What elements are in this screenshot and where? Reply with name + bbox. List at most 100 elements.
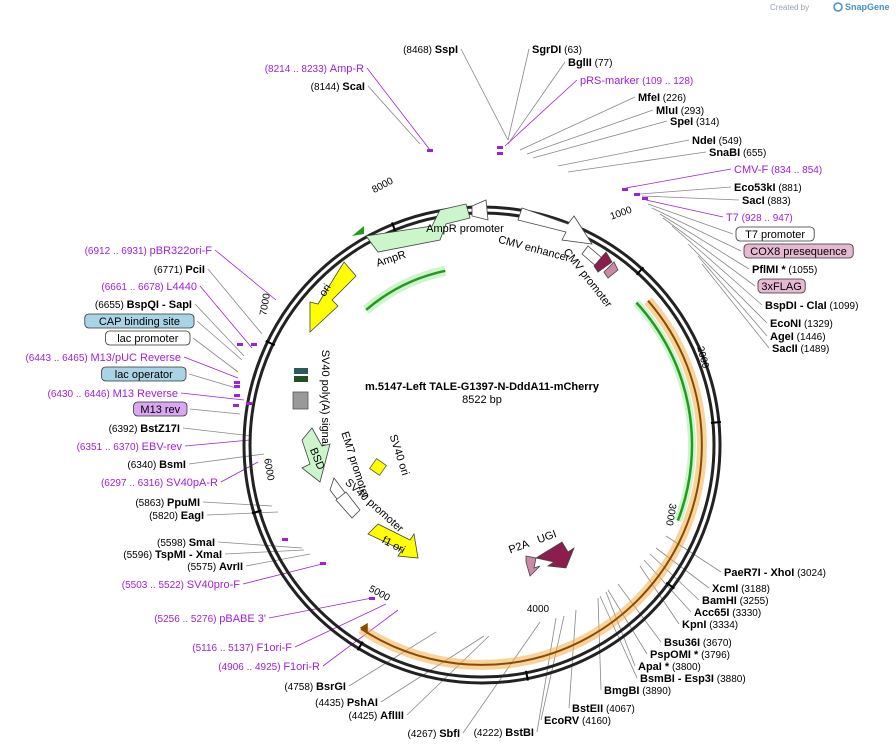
leader-bsu36i	[617, 583, 662, 643]
enzyme-label-pcii: (6771) PciI	[154, 264, 205, 276]
primer-site-mark	[237, 343, 243, 346]
primer-site-mark	[642, 197, 648, 200]
primer-site-mark	[234, 394, 240, 397]
feature-box-label-3xflag: 3xFLAG	[761, 281, 801, 293]
leader-sacii	[701, 263, 770, 349]
leader-f1ori-r	[322, 609, 399, 667]
leader-t7	[645, 199, 724, 218]
enzyme-label-agei: AgeI (1446)	[770, 331, 826, 343]
primer-label-sv40pa-r: (6297 .. 6316) SV40pA-R	[101, 477, 218, 489]
enzyme-label-bsrgi: (4758) BsrGI	[284, 681, 346, 693]
feature-box-cox8-presequence	[743, 243, 854, 259]
primer-label-t7: T7 (928 .. 947)	[726, 212, 793, 224]
feature-ampr	[365, 203, 471, 253]
feature-sv40pa-block-b	[294, 376, 308, 382]
leader-tspmi-xmai	[224, 549, 305, 555]
leader-ndei	[557, 139, 690, 167]
leader-bspdi-clai	[671, 225, 763, 306]
primer-label-pbr322ori-f: (6912 .. 6931) pBR322ori-F	[85, 245, 213, 257]
enzyme-label-smai: (5598) SmaI	[157, 537, 215, 549]
enzyme-label-bsu36i: Bsu36I (3670)	[664, 637, 732, 649]
primer-site-mark	[320, 562, 326, 565]
feature-flag-block	[603, 261, 619, 279]
enzyme-label-bsmbi-esp3i: BsmBI - Esp3I (3880)	[640, 673, 746, 685]
enzyme-label-bstz17i: (6392) BstZ17I	[109, 423, 180, 435]
feature-box-t7-promoter	[735, 226, 815, 242]
enzyme-label-econi: EcoNI (1329)	[770, 318, 833, 330]
enzyme-label-bglii: BglII (77)	[568, 57, 612, 69]
primer-label-cmv-f: CMV-F (834 .. 854)	[734, 164, 822, 176]
tick-label-6000: 6000	[261, 458, 276, 482]
enzyme-label-bamhi: BamHI (3255)	[702, 595, 769, 607]
tick-label-5000: 5000	[367, 584, 392, 604]
leader-bsmi	[188, 453, 265, 465]
enzyme-label-sbfi: (4267) SbfI	[408, 728, 460, 740]
feature-cmv-enhancer	[517, 207, 593, 245]
leader-cmv-f	[625, 168, 732, 189]
plasmid-length: 8522 bp	[462, 394, 502, 406]
feature-label-sv40-polya: SV40 poly(A) signal	[319, 350, 331, 447]
enzyme-label-sspi: (8468) SspI	[403, 44, 458, 56]
leader-mlui	[526, 109, 654, 155]
brand-name: SnapGene	[845, 2, 890, 12]
enzyme-label-bspdi-clai: BspDI - ClaI (1099)	[765, 300, 858, 312]
leader-amp-r	[366, 67, 431, 151]
leader-bglii	[507, 61, 566, 145]
primer-site-mark	[427, 149, 433, 152]
primer-site-mark	[369, 597, 375, 600]
tick-mark-5000	[356, 641, 364, 651]
leader-f1ori-f	[294, 603, 387, 648]
orange-cds-arc	[360, 300, 703, 666]
leader-pbr322ori-f	[214, 249, 277, 301]
feature-label-cmv-enhancer: CMV enhancer	[497, 234, 571, 265]
leader-snabi	[567, 151, 707, 173]
enzyme-label-paer7i-xhoi: PaeR7I - XhoI (3024)	[724, 567, 826, 579]
enzyme-label-mfei: MfeI (226)	[638, 92, 686, 104]
feature-sv40-polya	[292, 391, 309, 410]
primer-label-l4440: (6661 .. 6678) L4440	[101, 281, 197, 293]
enzyme-label-xcmi: XcmI (3188)	[712, 583, 770, 595]
leader-lac-operator	[188, 373, 237, 389]
enzyme-label-saci: SacI (883)	[742, 195, 791, 207]
leader-3xflag	[662, 217, 756, 287]
map-center: m.5147-Left TALE-G1397-N-DddA11-mCherry …	[365, 381, 600, 406]
leader-prs-marker	[504, 79, 578, 147]
leader-cox8-presequence	[651, 207, 742, 252]
leader-mfei	[519, 96, 636, 151]
plasmid-name: m.5147-Left TALE-G1397-N-DddA11-mCherry	[365, 381, 600, 393]
tick-mark-6000	[251, 509, 262, 515]
feature-sv40pa-block-a	[294, 368, 308, 374]
feature-box-label-cox8-presequence: COX8 presequence	[750, 246, 847, 258]
feature-ugi	[534, 541, 575, 569]
leader-sgrdi	[507, 48, 530, 141]
ampr-cds-arrowhead	[352, 226, 364, 236]
green-cds-highlight	[633, 299, 696, 523]
leader-saci	[641, 195, 740, 201]
tick-label-4000: 4000	[527, 604, 550, 615]
leader-econi	[687, 243, 768, 324]
leader-m13-reverse	[180, 392, 245, 401]
tick-label-8000: 8000	[370, 176, 395, 196]
primer-site-mark	[622, 188, 628, 191]
enzyme-label-afliii: (4425) AflIII	[348, 710, 404, 722]
feature-label-ampr-promoter: AmpR promoter	[426, 223, 504, 235]
enzyme-label-spei: SpeI (314)	[670, 116, 719, 128]
leader-bstz17i	[182, 427, 253, 437]
primer-label-f1ori-f: (5116 .. 5137) F1ori-F	[192, 642, 292, 654]
tick-mark-1000	[635, 266, 645, 276]
tick-mark-2000	[710, 420, 721, 424]
leader-lac-promoter	[192, 337, 239, 373]
tick-mark-8000	[390, 222, 397, 233]
primer-label-m13-reverse: (6430 .. 6446) M13 Reverse	[48, 388, 178, 400]
leader-sspi	[460, 48, 509, 141]
leader-bsmbi-esp3i	[599, 595, 638, 679]
feature-sv40-ori	[369, 458, 387, 476]
tick-mark-4000	[525, 670, 529, 681]
leader-avrii	[245, 553, 311, 567]
primer-label-f1ori-r: (4906 .. 4925) F1ori-R	[218, 661, 320, 673]
enzyme-label-ecorv: EcoRV (4160)	[544, 715, 611, 727]
leader-smai	[217, 541, 303, 549]
leader-eco53ki	[639, 186, 732, 195]
leader-lines	[180, 48, 770, 734]
